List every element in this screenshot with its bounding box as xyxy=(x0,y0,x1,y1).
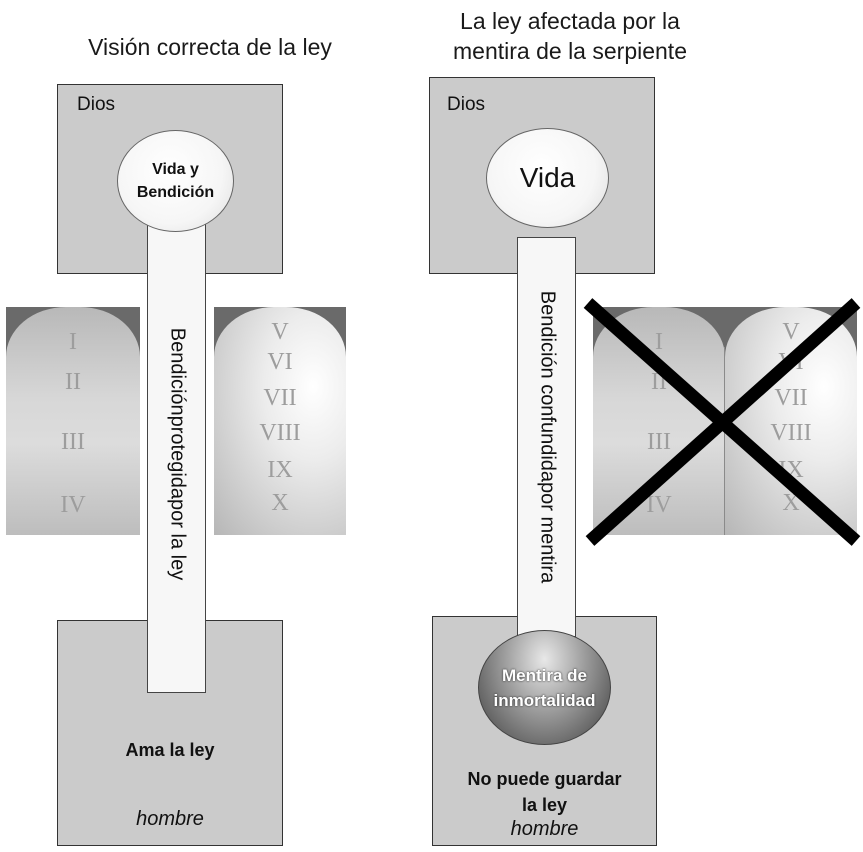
numeral: VIII xyxy=(770,420,812,446)
left-man-text: Ama la ley xyxy=(125,740,215,760)
right-god-label: Dios xyxy=(447,94,486,115)
numeral: VIII xyxy=(259,420,301,446)
right-lie-circle: Mentira de inmortalidad xyxy=(478,630,611,745)
right-bar-text: Bendición confundidapor mentira xyxy=(536,290,558,584)
left-circle-line2: Bendición xyxy=(136,184,215,201)
cross-out-icon xyxy=(583,298,861,546)
numeral: VI xyxy=(267,349,293,375)
left-god-label: Dios xyxy=(77,94,116,115)
numeral: I xyxy=(655,329,663,355)
right-man-text-line2: la ley xyxy=(521,795,568,815)
numeral: VII xyxy=(263,385,297,411)
right-circle-text: Vida xyxy=(519,162,576,193)
right-life-circle: Vida xyxy=(486,128,609,228)
right-man-text: No puede guardar la ley xyxy=(432,766,657,818)
numeral: II xyxy=(65,369,81,395)
numeral: I xyxy=(69,329,77,355)
right-man-label: hombre xyxy=(510,818,579,840)
right-confused-bar: Bendición confundidapor mentira xyxy=(517,237,576,637)
left-bar-text: Bendiciónprotegidapor la ley xyxy=(166,327,188,581)
left-life-circle: Vida y Bendición xyxy=(117,130,234,232)
right-lie-line1: Mentira de xyxy=(501,665,587,685)
numeral: X xyxy=(271,490,289,516)
numeral: V xyxy=(271,319,289,345)
right-lie-line2: inmortalidad xyxy=(493,690,596,710)
numeral: V xyxy=(782,319,800,345)
right-title-line1: La ley afectada por la xyxy=(460,8,680,34)
right-man-text-line1: No puede guardar xyxy=(467,769,622,789)
left-tablet-1: I II III IV xyxy=(6,307,140,535)
numeral: III xyxy=(647,429,671,455)
left-title: Visión correcta de la ley xyxy=(88,34,332,60)
right-title-line2: mentira de la serpiente xyxy=(453,38,687,64)
left-tablet-2: V VI VII VIII IX X xyxy=(214,307,346,535)
numeral: III xyxy=(61,429,85,455)
left-circle-line1: Vida y xyxy=(152,161,199,178)
numeral: IV xyxy=(60,492,86,518)
numeral: X xyxy=(782,490,800,516)
left-blessing-bar: Bendiciónprotegidapor la ley xyxy=(147,215,206,693)
right-title: La ley afectada por la mentira de la ser… xyxy=(400,6,740,66)
numeral: IX xyxy=(267,457,293,483)
left-man-label: hombre xyxy=(136,808,204,830)
numeral: VII xyxy=(774,385,808,411)
numeral: IV xyxy=(646,492,672,518)
